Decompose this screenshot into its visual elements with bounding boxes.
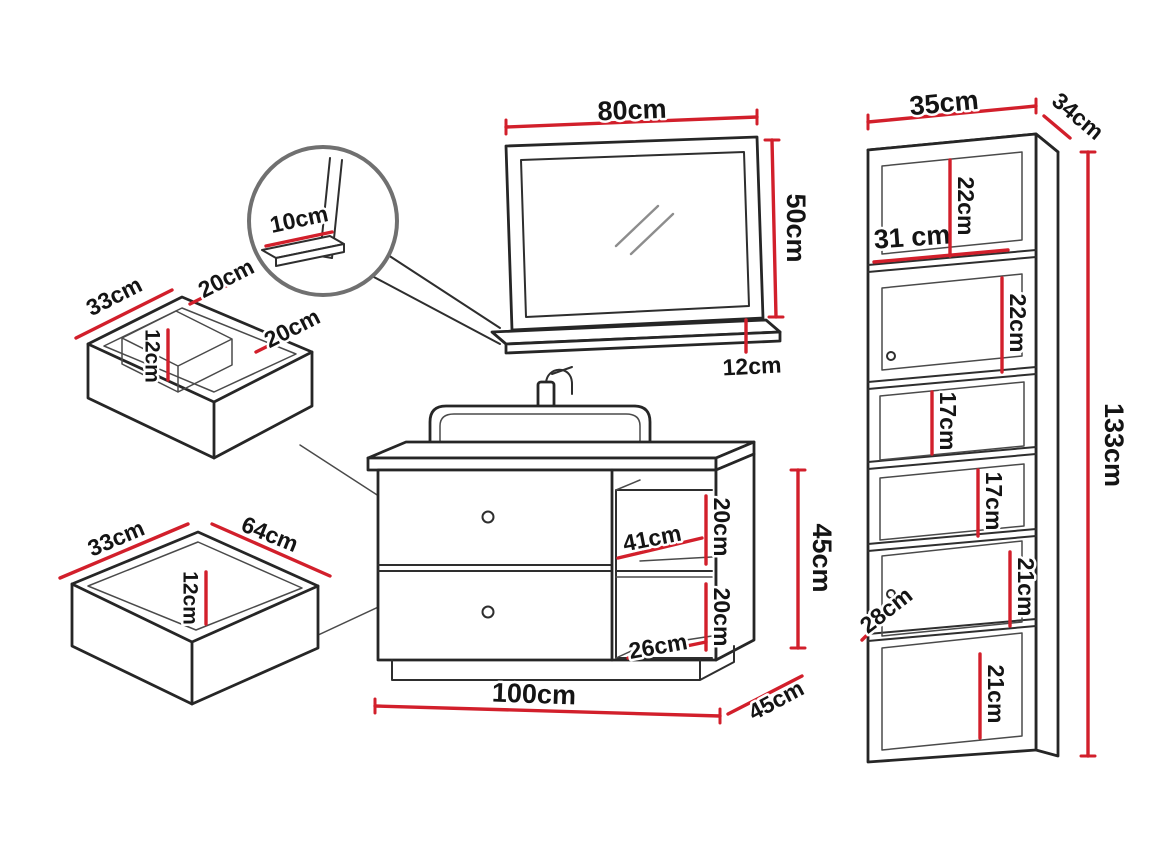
wide-drawer: 12cm 33cm 64cm — [58, 508, 403, 706]
tall-cabinet: 35cm 34cm 133cm 31 cm 22cm 22cm 17cm 17c… — [852, 82, 1132, 764]
dim-line-door-depth — [860, 600, 902, 642]
vanity-width-label: 100cm — [491, 678, 576, 711]
cabinet-height-label: 133cm — [1099, 403, 1129, 487]
niche-lower-label: 20cm — [709, 588, 735, 647]
mirror-shelf-front — [504, 330, 782, 355]
mirror-frame — [504, 135, 765, 332]
vanity-height-label: 45cm — [807, 523, 837, 592]
dim-line-wide-drawer-depth — [58, 522, 190, 580]
shelf-line-2 — [867, 366, 1037, 390]
dim-line-niche-width — [616, 536, 704, 560]
mirror-shelf-depth-label: 12cm — [722, 351, 782, 380]
drawer-knob-top — [481, 510, 495, 524]
mirror-detail-callout: 10cm — [247, 145, 501, 345]
dim-line-wide-drawer-width — [210, 522, 332, 578]
organizer-opening — [86, 342, 314, 460]
mirror-sparkle-2 — [629, 212, 675, 256]
faucet-lever — [551, 366, 573, 375]
detail-shelf-front — [275, 243, 345, 267]
mirror-sparkle-1 — [614, 204, 660, 248]
wide-drawer-inner-rim — [87, 541, 303, 631]
shelf-line-5 — [867, 618, 1037, 642]
callout-leader-2 — [371, 275, 501, 345]
door-6-frame — [881, 632, 1023, 751]
door-2-knob — [886, 351, 896, 361]
dim-line-organizer-comp-right — [254, 324, 310, 354]
organizer-comp-left-label: 20cm — [194, 253, 258, 303]
vanity-side — [714, 452, 756, 662]
niche-shelf-back — [639, 556, 713, 562]
dim-line-interior-width — [872, 248, 1010, 264]
door-1-frame — [881, 151, 1023, 255]
cabinet-depth-label: 34cm — [1047, 87, 1109, 145]
organizer-tray — [121, 310, 233, 393]
section-2-label: 22cm — [1005, 294, 1031, 353]
shelf-line-4 — [867, 528, 1037, 552]
dim-line-mirror-height — [770, 138, 778, 319]
mirror-height-label: 50cm — [781, 193, 811, 262]
callout-leader-1 — [387, 254, 501, 329]
mirror-width-label: 80cm — [597, 94, 667, 127]
shelf-line-3 — [867, 446, 1037, 470]
faucet-body — [536, 380, 556, 410]
counter-front — [366, 456, 718, 472]
mirror-glass — [520, 151, 750, 318]
wide-drawer-opening — [70, 582, 320, 706]
vanity-depth-label: 45cm — [744, 675, 808, 726]
dim-line-organizer-comp-left — [188, 276, 244, 306]
section-1-label: 22cm — [953, 177, 979, 236]
wide-drawer-silhouette — [70, 530, 320, 706]
open-shelf-1-interior — [879, 381, 1025, 461]
niche-depth-lines — [615, 479, 713, 659]
wide-drawer-height-label: 12cm — [179, 571, 202, 625]
dim-line-organizer-depth — [74, 288, 174, 340]
cabinet-width-label: 35cm — [908, 85, 980, 121]
drawer-knob-bottom — [481, 605, 495, 619]
section-6-label: 21cm — [983, 665, 1009, 724]
organizer-height-label: 12cm — [141, 329, 164, 383]
open-shelf-2-interior — [879, 463, 1025, 541]
detail-thickness-label: 10cm — [268, 200, 331, 238]
dim-line-mirror-width — [504, 115, 759, 129]
section-5-label: 21cm — [1013, 558, 1039, 617]
cabinet-front — [866, 132, 1038, 764]
dim-line-cabinet-depth — [1042, 114, 1072, 140]
dim-line-detail — [264, 230, 334, 248]
shelf-line-1 — [867, 249, 1037, 273]
dim-line-niche-floor — [626, 640, 708, 660]
niche-upper-label: 20cm — [709, 498, 735, 557]
mirror: 80cm 50cm 12cm — [490, 91, 814, 383]
organizer-leader — [299, 444, 389, 503]
cabinet-interior-width-label: 31 cm — [873, 219, 951, 254]
cabinet-side — [1034, 132, 1060, 758]
door-2-frame — [881, 273, 1023, 371]
counter-top — [366, 440, 756, 460]
dim-line-cabinet-width — [866, 104, 1038, 124]
door-5-knob — [886, 589, 896, 599]
vanity-cabinet: 41cm 20cm 20cm 26cm 45cm 100cm 45cm — [366, 366, 840, 728]
dim-line-vanity-depth — [726, 674, 804, 716]
dim-line-vanity-width — [373, 704, 722, 718]
vanity-plinth — [391, 645, 735, 681]
section-4-label: 17cm — [981, 472, 1007, 531]
door-5-frame — [881, 540, 1023, 637]
organizer-depth-label: 33cm — [82, 271, 146, 321]
section-3-label: 17cm — [935, 392, 961, 451]
